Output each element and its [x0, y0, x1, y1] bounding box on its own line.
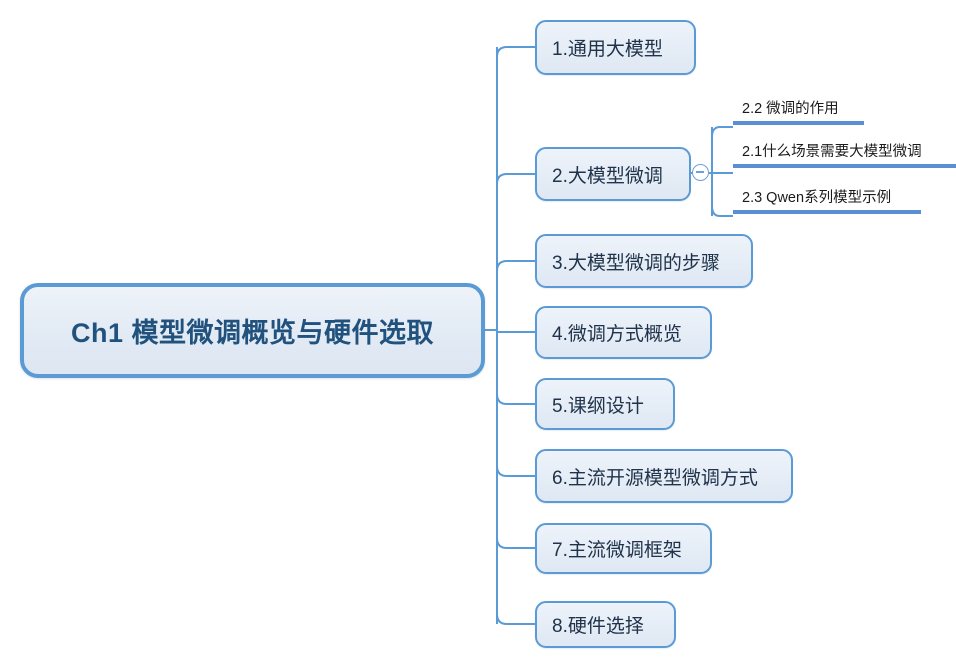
sub-node-label: 2.3 Qwen系列模型示例	[742, 190, 892, 206]
branch-node-label: 4.微调方式概览	[552, 324, 682, 345]
sub-node-2-3[interactable]: 2.3 Qwen系列模型示例	[733, 189, 921, 214]
branch-node-6[interactable]: 6.主流开源模型微调方式	[535, 449, 793, 503]
branch-node-label: 5.课纲设计	[552, 395, 644, 417]
connector-branch-2	[496, 173, 535, 185]
branch-node-label: 1.通用大模型	[552, 39, 663, 60]
sub-node-2-2[interactable]: 2.2 微调的作用	[733, 100, 864, 125]
root-node-label: Ch1 模型微调概览与硬件选取	[70, 318, 434, 348]
sub-node-label: 2.1什么场景需要大模型微调	[742, 144, 922, 160]
connector-sub-3	[711, 205, 733, 217]
connector-branch-5	[496, 393, 535, 405]
branch-node-3[interactable]: 3.大模型微调的步骤	[535, 234, 753, 288]
sub-node-label: 2.2 微调的作用	[742, 101, 839, 117]
connector-sub-1	[711, 126, 733, 138]
connector-branch-3	[496, 260, 535, 272]
connector-branch-1	[496, 46, 535, 58]
root-node[interactable]: Ch1 模型微调概览与硬件选取	[20, 283, 485, 378]
branch-node-label: 2.大模型微调	[552, 165, 663, 187]
branch-node-1[interactable]: 1.通用大模型	[535, 20, 696, 75]
branch-node-label: 7.主流微调框架	[552, 540, 682, 561]
branch-node-2[interactable]: 2.大模型微调	[535, 147, 691, 201]
branch-node-7[interactable]: 7.主流微调框架	[535, 523, 712, 574]
branch-node-label: 3.大模型微调的步骤	[552, 252, 720, 274]
connector-branch-8	[496, 613, 535, 625]
sub-node-underline	[733, 210, 921, 214]
connector-branch-6	[496, 465, 535, 477]
branch-node-label: 8.硬件选择	[552, 616, 644, 637]
sub-node-underline	[733, 121, 864, 125]
connector-branch-7	[496, 537, 535, 549]
branch-node-5[interactable]: 5.课纲设计	[535, 378, 675, 430]
branch-node-label: 6.主流开源模型微调方式	[552, 467, 758, 489]
sub-node-2-1[interactable]: 2.1什么场景需要大模型微调	[733, 143, 956, 168]
collapse-minus-icon[interactable]	[692, 164, 709, 181]
branch-node-4[interactable]: 4.微调方式概览	[535, 306, 712, 359]
branch-node-8[interactable]: 8.硬件选择	[535, 601, 676, 648]
sub-node-underline	[733, 164, 956, 168]
